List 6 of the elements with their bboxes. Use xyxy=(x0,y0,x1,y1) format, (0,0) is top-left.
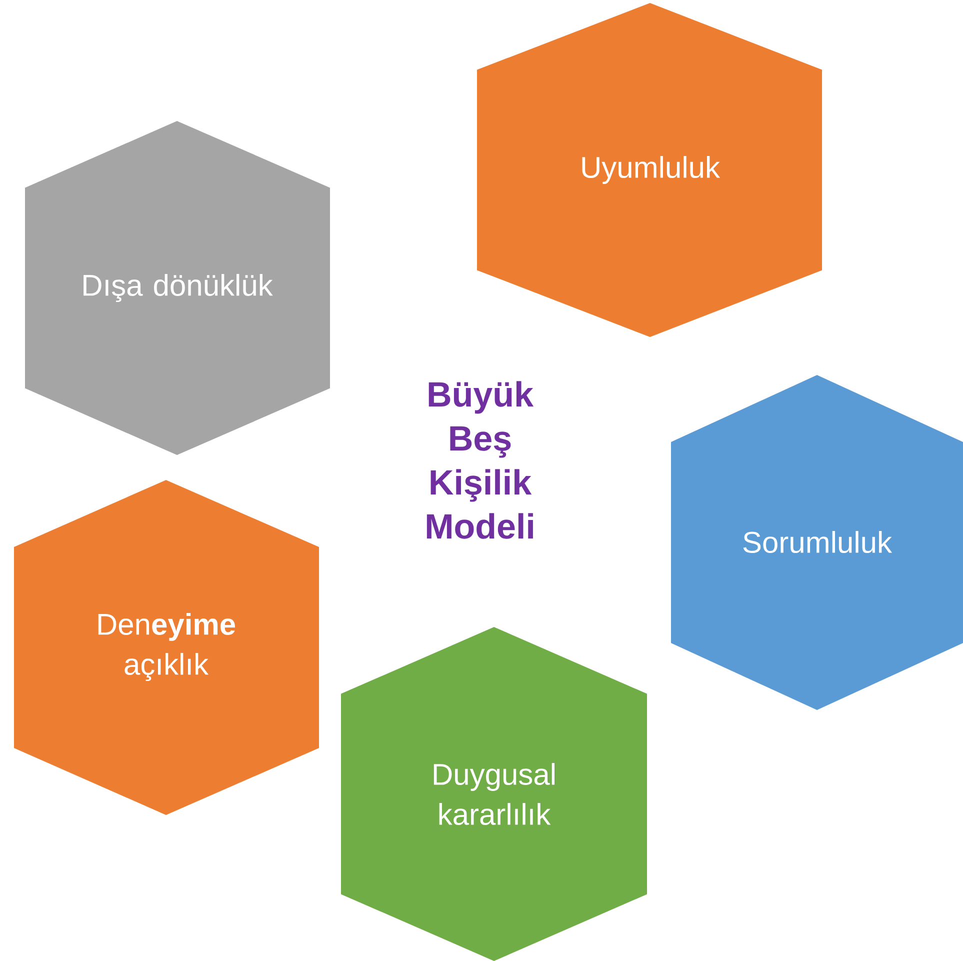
hexagon: Duygusal kararlılık xyxy=(341,627,647,961)
hexagon: Deneyime açıklık xyxy=(14,480,319,815)
hexagon: Dışa dönüklük xyxy=(25,121,330,455)
hexagon: Uyumluluk xyxy=(477,3,822,337)
title: Büyük Beş Kişilik Modeli xyxy=(426,381,534,539)
hexagon: Sorumluluk xyxy=(671,375,963,710)
